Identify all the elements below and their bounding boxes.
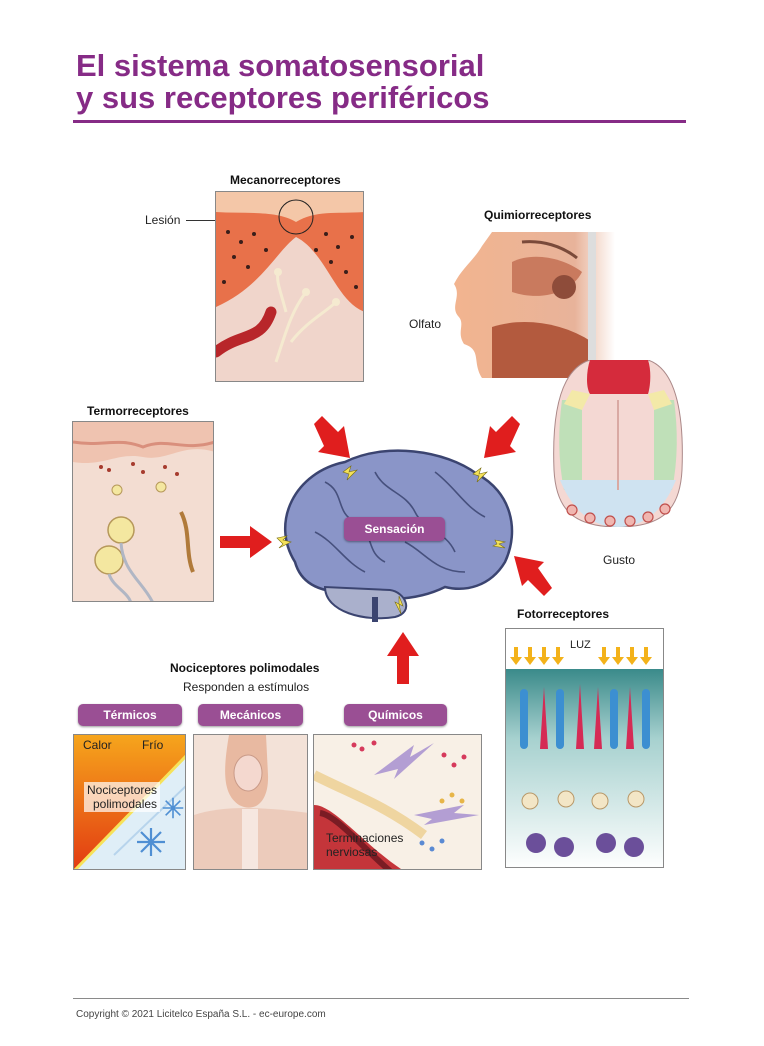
quimio-heading: Quimiorreceptores [484,208,592,222]
quimicos-illustration: Terminaciones nerviosas [313,734,482,870]
gusto-tongue-illustration [552,360,684,527]
page-title: El sistema somatosensorial y sus recepto… [76,50,490,114]
terminaciones-note: Terminaciones nerviosas [326,831,403,859]
olfato-head-illustration [452,232,615,378]
terminaciones-note-line-1: Terminaciones [326,831,404,845]
terminaciones-note-line-2: nerviosas [326,845,378,859]
arrow-icon [514,556,552,596]
tab-mecanicos: Mecánicos [198,704,303,726]
mecano-heading: Mecanorreceptores [230,173,341,187]
mecanicos-illustration [193,734,308,870]
copyright-text: Copyright © 2021 Licitelco España S.L. -… [76,1009,326,1020]
calor-label: Calor [83,738,112,752]
termicos-illustration: Calor Frío Nociceptores polimodales [73,734,186,870]
foto-retina-illustration: LUZ [505,628,664,868]
frio-label: Frío [142,738,164,752]
olfato-label: Olfato [409,317,442,331]
luz-label: LUZ [570,639,591,651]
title-line-1: El sistema somatosensorial [76,48,485,83]
snowflake-icon [137,828,165,856]
arrow-icon [387,632,419,684]
noci-subheading: Responden a estímulos [183,680,310,694]
nociceptores-note-line-2: polimodales [93,797,158,811]
gusto-label: Gusto [603,553,636,567]
arrow-icon [484,416,520,458]
termo-skin-illustration [72,421,214,602]
nociceptores-note: Nociceptores polimodales [84,782,161,812]
snowflake-icon [162,797,184,819]
sensacion-label: Sensación [344,517,445,541]
lesion-label: Lesión [145,213,181,227]
termo-heading: Termorreceptores [87,404,189,418]
footer-rule [73,998,689,999]
title-line-2: y sus receptores periféricos [76,80,490,115]
tab-quimicos: Químicos [344,704,447,726]
mecano-skin-illustration [215,191,364,382]
arrow-icon [314,416,350,458]
noci-heading: Nociceptores polimodales [170,661,320,675]
nociceptores-note-line-1: Nociceptores [87,783,158,797]
arrow-icon [220,526,272,558]
title-rule [73,120,686,123]
tab-termicos: Térmicos [78,704,182,726]
foto-heading: Fotorreceptores [517,607,610,621]
